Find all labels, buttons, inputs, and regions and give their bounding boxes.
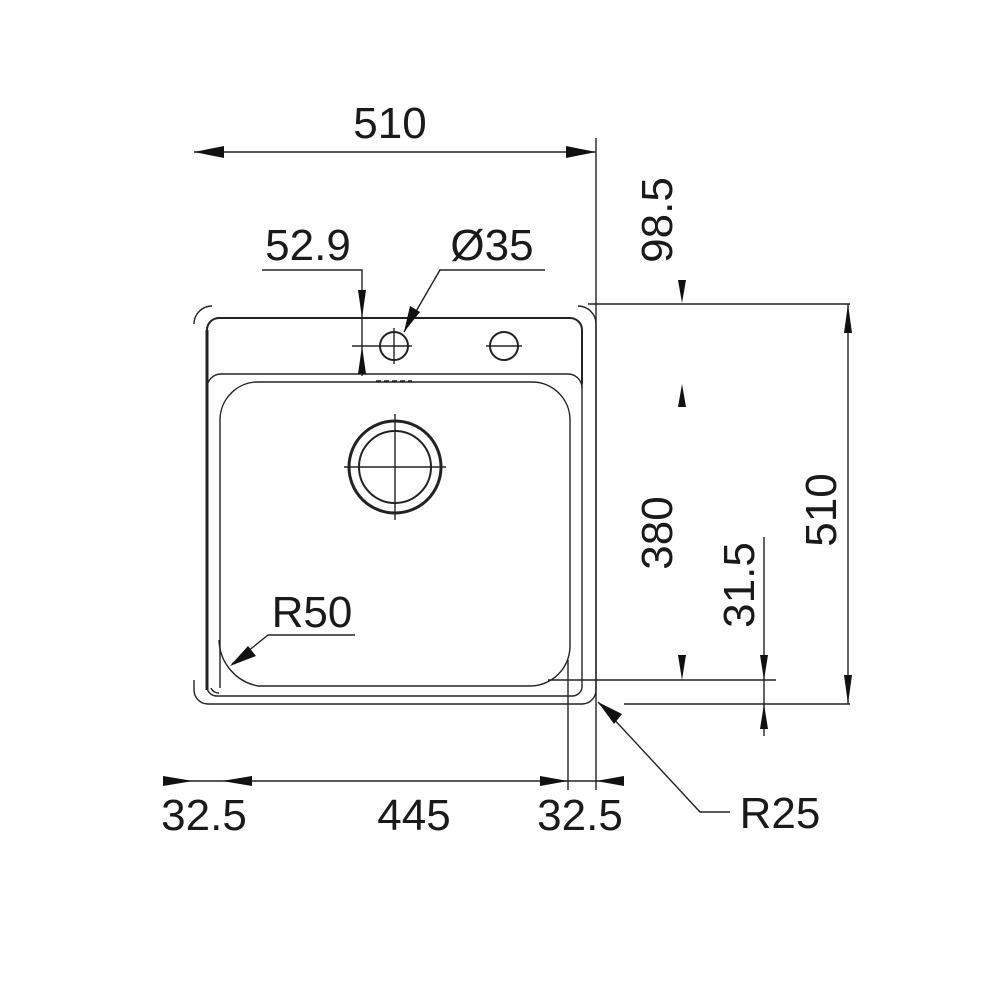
dim-label-front-rim: 31.5 <box>715 542 764 628</box>
dim-tap-diameter: Ø35 <box>403 221 545 333</box>
dim-right-side: 98.5 380 31.5 510 <box>548 177 852 736</box>
dim-bottom: 32.5 445 32.5 <box>161 660 624 840</box>
dim-label-overall-width: 510 <box>353 99 426 148</box>
dim-label-bowl-radius: R50 <box>272 588 353 637</box>
dim-label-right-rim: 32.5 <box>537 791 623 840</box>
dim-label-tap-offset: 52.9 <box>265 221 351 270</box>
dim-label-tap-diameter: Ø35 <box>450 221 533 270</box>
drain <box>344 414 446 520</box>
dim-label-back-ledge: 98.5 <box>633 177 682 263</box>
dim-tap-offset: 52.9 <box>262 221 366 376</box>
dim-overall-width: 510 <box>194 99 597 700</box>
dim-bowl-radius: R50 <box>230 588 355 666</box>
dim-label-left-rim: 32.5 <box>161 791 247 840</box>
dim-label-bowl-width: 445 <box>377 791 450 840</box>
dim-label-bowl-depth: 380 <box>633 496 682 569</box>
tap-hole-right <box>486 331 522 361</box>
dim-label-outer-radius: R25 <box>740 789 821 838</box>
sink-outline <box>193 305 597 705</box>
dim-outer-radius: R25 <box>597 701 821 838</box>
dim-label-overall-depth: 510 <box>797 473 846 546</box>
